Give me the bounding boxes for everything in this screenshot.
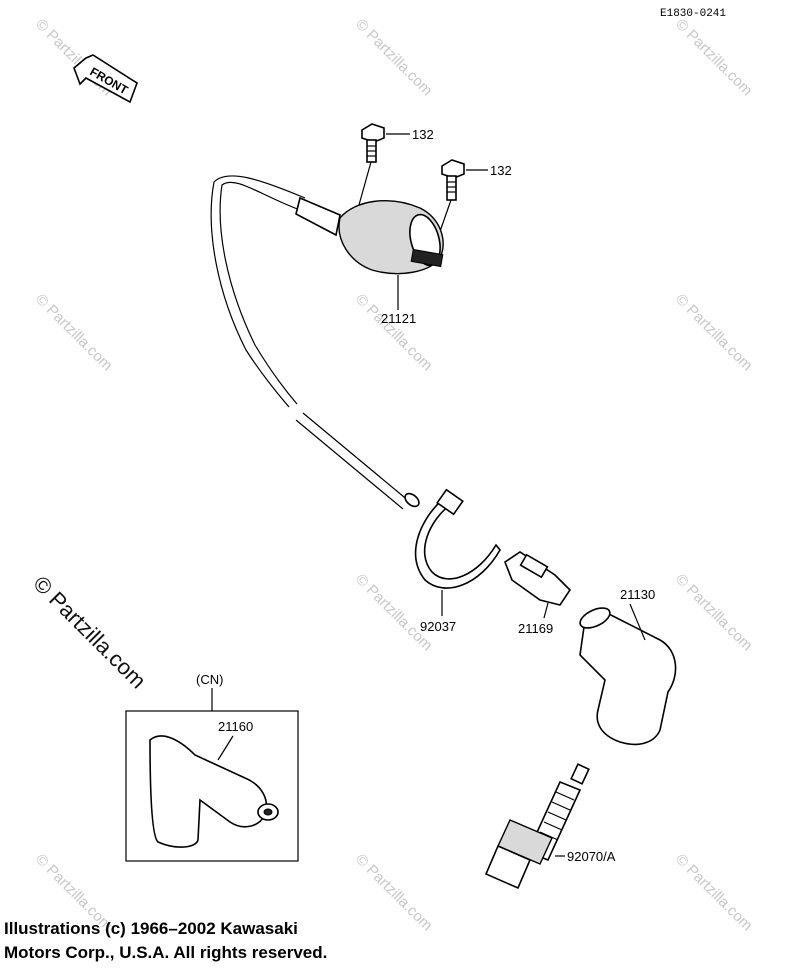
watermark-large: © Partzilla.com — [28, 571, 151, 694]
plug-cap — [579, 603, 677, 746]
watermark: © Partzilla.com — [672, 571, 755, 654]
cn-inset-box — [125, 688, 299, 862]
watermark: © Partzilla.com — [672, 851, 755, 934]
callout-coil: 21121 — [381, 311, 416, 326]
callout-bolt-a: 132 — [412, 127, 434, 142]
cn-label: (CN) — [196, 672, 223, 687]
watermark: © Partzilla.com — [352, 291, 435, 374]
watermark-grid: © Partzilla.com © Partzilla.com © Partzi… — [32, 16, 755, 934]
clamp — [414, 488, 501, 616]
holder — [504, 551, 572, 619]
callout-holder: 21169 — [518, 621, 553, 636]
spark-plug — [484, 763, 590, 890]
callout-plug: 92070/A — [567, 849, 616, 864]
callout-bolt-b: 132 — [490, 163, 512, 178]
figure-code: E1830-0241 — [660, 8, 726, 20]
watermark: © Partzilla.com — [352, 16, 435, 99]
bolt-b — [441, 159, 488, 201]
watermark: © Partzilla.com — [352, 571, 435, 654]
watermark: © Partzilla.com — [672, 291, 755, 374]
copyright-notice: Illustrations (c) 1966–2002 Kawasaki Mot… — [4, 917, 327, 965]
ignition-lead-wire — [210, 175, 420, 510]
callout-clamp: 92037 — [420, 619, 456, 634]
bolt-a — [361, 123, 410, 163]
watermark: © Partzilla.com — [672, 16, 755, 99]
copyright-line-2: Motors Corp., U.S.A. All rights reserved… — [4, 943, 328, 962]
copyright-line-1: Illustrations (c) 1966–2002 Kawasaki — [4, 919, 298, 938]
ignition-coil — [338, 200, 444, 310]
watermark: © Partzilla.com — [32, 291, 115, 374]
callout-cap-cn: 21160 — [218, 719, 253, 734]
callout-cap: 21130 — [620, 587, 655, 602]
watermark: © Partzilla.com — [352, 851, 435, 934]
